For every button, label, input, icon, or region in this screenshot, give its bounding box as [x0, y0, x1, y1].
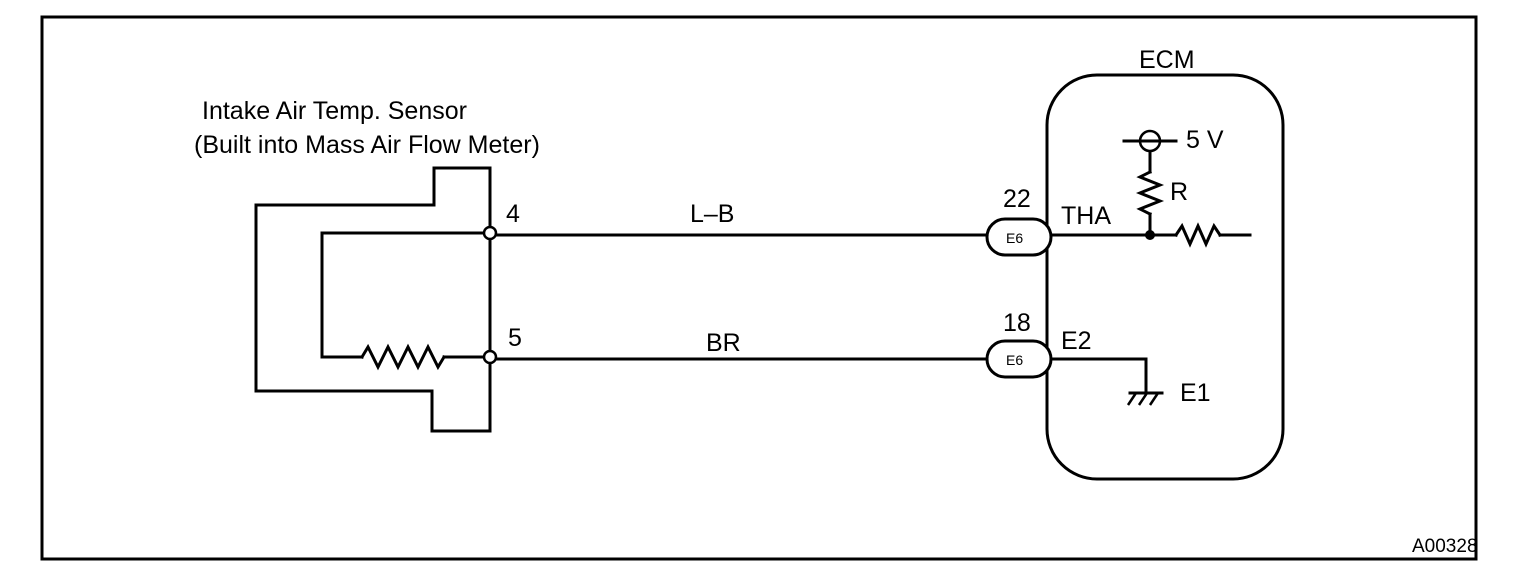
figure-code: A00328: [1412, 536, 1478, 557]
tha-label: THA: [1061, 202, 1111, 230]
ecm-box: [1045, 73, 1285, 481]
ecm-title: ECM: [1139, 46, 1195, 74]
sensor-title: Intake Air Temp. Sensor: [202, 97, 467, 125]
ecm-internal-resistor: [1173, 222, 1223, 248]
wire-l-b-label: L–B: [690, 200, 734, 228]
connector-e6-pin-22: [985, 217, 1053, 257]
sensor-terminal-5: [482, 349, 498, 365]
e1-label: E1: [1180, 379, 1211, 407]
sensor-pin-5-label: 5: [508, 324, 522, 352]
sensor-terminal-4: [482, 225, 498, 241]
supply-5v-label: 5 V: [1186, 126, 1224, 154]
sensor-thermistor: [359, 343, 447, 371]
e2-label: E2: [1061, 327, 1092, 355]
pin-18-number: 18: [1003, 309, 1031, 337]
pin-22-number: 22: [1003, 185, 1031, 213]
sensor-subtitle: (Built into Mass Air Flow Meter): [194, 131, 540, 159]
diagram-frame: [40, 15, 1478, 561]
wire-br-label: BR: [706, 329, 741, 357]
sensor-housing: [254, 166, 492, 433]
connector-e6-pin-22-code: E6: [1006, 230, 1023, 246]
resistor-r-label: R: [1170, 178, 1188, 206]
pullup-resistor: [1135, 169, 1165, 217]
connector-e6-pin-18-code: E6: [1006, 352, 1023, 368]
ground-hatch-3: [1148, 392, 1160, 406]
ground-hatch-2: [1137, 392, 1149, 406]
sensor-pin-4-label: 4: [506, 200, 520, 228]
sensor-inner-loop: [320, 231, 492, 359]
ground-hatch-1: [1126, 392, 1138, 406]
